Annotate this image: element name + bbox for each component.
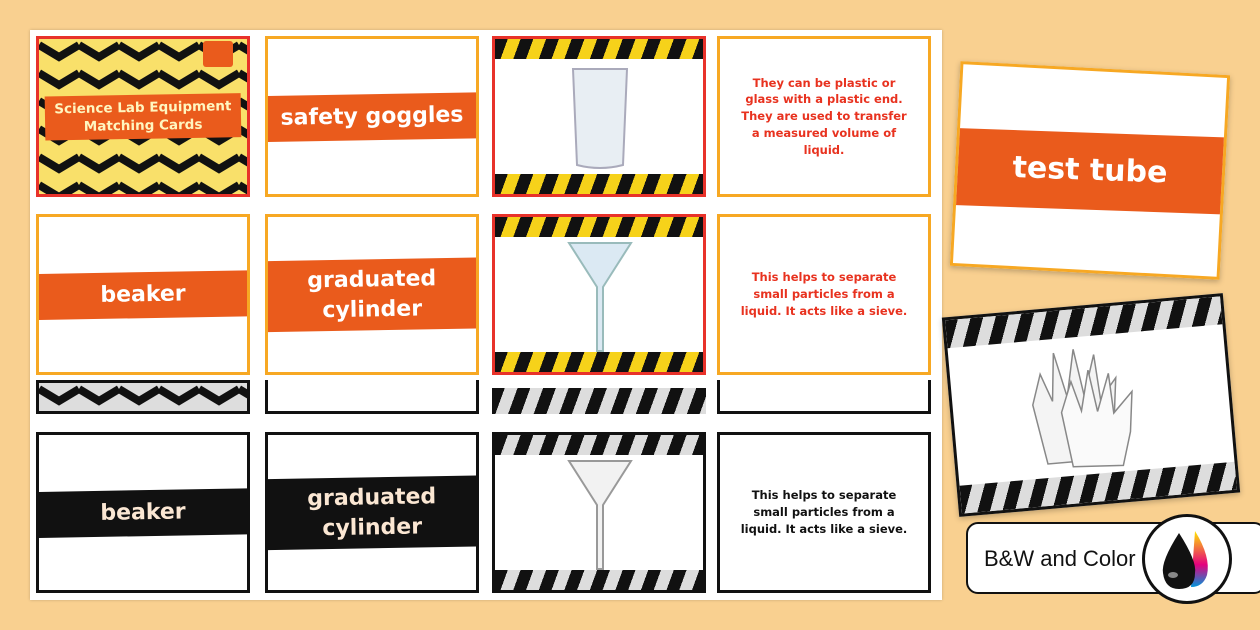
card-graduated-cylinder: graduated cylinder — [265, 214, 479, 375]
card-funnel-image — [492, 214, 706, 375]
card-label: graduated cylinder — [268, 474, 476, 551]
hazard-stripe — [495, 435, 703, 455]
card-funnel-description: This helps to separate small particles f… — [717, 214, 931, 375]
badge-label: B&W and Color — [984, 546, 1136, 571]
card-label: beaker — [39, 269, 247, 320]
card-label: safety goggles — [268, 91, 476, 142]
description-text: This helps to separate small particles f… — [740, 270, 908, 318]
hazard-stripe — [495, 39, 703, 59]
worksheet-preview: Science Lab Equipment Matching Cards saf… — [30, 30, 942, 600]
bw-partial-card — [36, 380, 250, 414]
card-beaker-image — [492, 36, 706, 197]
ink-drops-icon — [1142, 514, 1232, 604]
bw-partial-card — [265, 380, 479, 414]
title-card: Science Lab Equipment Matching Cards — [36, 36, 250, 197]
title-text: Science Lab Equipment Matching Cards — [44, 92, 242, 141]
hazard-stripe — [495, 570, 703, 590]
bw-partial-card — [717, 380, 931, 414]
bw-card-beaker: beaker — [36, 432, 250, 593]
description-text: They can be plastic or glass with a plas… — [741, 75, 907, 157]
bw-card-gloves — [941, 293, 1241, 517]
card-beaker: beaker — [36, 214, 250, 375]
bw-partial-card — [492, 380, 706, 414]
bw-card-funnel-description: This helps to separate small particles f… — [717, 432, 931, 593]
card-label: test tube — [952, 127, 1228, 214]
description-text: This helps to separate small particles f… — [740, 488, 908, 536]
hazard-stripe — [495, 352, 703, 372]
card-test-tube: test tube — [949, 61, 1231, 280]
gloves-image — [1032, 349, 1133, 468]
card-label: beaker — [39, 487, 247, 538]
bw-card-funnel-image — [492, 432, 706, 593]
hazard-stripe — [495, 217, 703, 237]
funnel-image — [567, 242, 633, 352]
hazard-stripe — [495, 174, 703, 194]
card-safety-goggles: safety goggles — [265, 36, 479, 197]
bw-card-graduated-cylinder: graduated cylinder — [265, 432, 479, 593]
beaker-image — [571, 68, 629, 169]
card-label: graduated cylinder — [268, 256, 476, 333]
twinkl-logo — [203, 41, 233, 67]
card-pipette-description: They can be plastic or glass with a plas… — [717, 36, 931, 197]
funnel-image — [567, 460, 633, 570]
